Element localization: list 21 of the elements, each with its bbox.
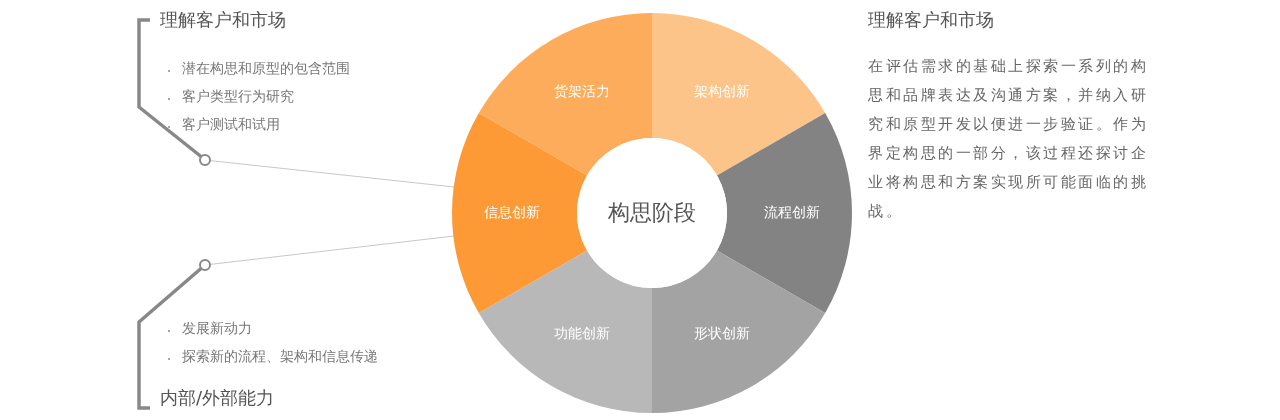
segment-label: 货架活力 [554,82,610,101]
bracket-line [137,18,203,158]
bullet-item: 客户测试和试用 [182,116,280,134]
segment-label: 功能创新 [554,325,610,344]
bullet-item: 客户类型行为研究 [182,88,294,106]
leader-line [210,160,455,188]
section-heading: 内部/外部能力 [160,386,275,410]
connector-dot [199,259,211,271]
description-paragraph: 在评估需求的基础上探索一系列的构思和品牌表达及沟通方案，并纳入研究和原型开发以便进一步验证。作为界定构思的一部分，该过程还探讨企业将构思和方案实现所可能面临的挑战。 [868,56,1149,222]
bullet-item: 发展新动力 [182,320,252,338]
bullet-item: 潜在构思和原型的包含范围 [182,60,350,78]
segment-label: 架构创新 [694,82,750,101]
leader-line [210,235,455,265]
connector-dot [199,154,211,166]
segment-label: 形状创新 [694,325,750,344]
bracket-line [137,267,203,410]
segment-label: 流程创新 [764,204,820,222]
section-heading: 理解客户和市场 [868,8,994,32]
segment-label: 信息创新 [484,204,540,222]
section-heading: 理解客户和市场 [160,8,286,32]
bullet-item: 探索新的流程、架构和信息传递 [182,348,378,366]
